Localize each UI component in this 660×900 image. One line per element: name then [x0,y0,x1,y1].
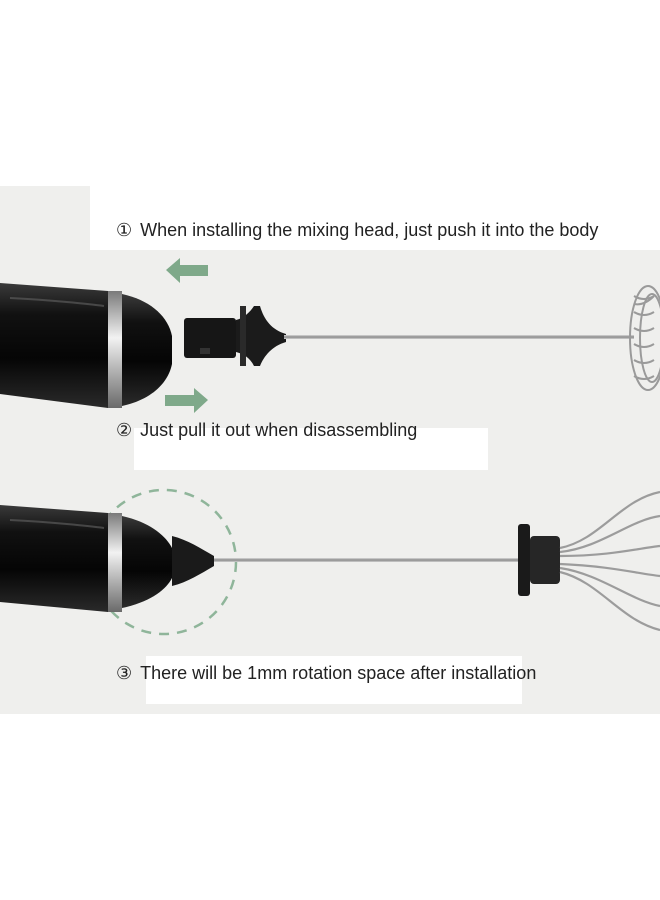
step-1-text: ① When installing the mixing head, just p… [116,220,598,241]
pull-arrow-icon [165,388,208,413]
step-1-caption: When installing the mixing head, just pu… [140,220,599,240]
mixing-head-connector-1 [184,306,286,366]
step-2-label-box [134,428,488,470]
whisk-collar [518,524,560,596]
push-arrow-icon [166,258,208,283]
handle-body-1 [0,283,172,408]
step-3-label-box [146,656,522,704]
step-3-text: ③ There will be 1mm rotation space after … [116,663,536,684]
step-2-caption: Just pull it out when disassembling [140,420,418,440]
step-2-text: ② Just pull it out when disassembling [116,420,417,441]
step-3-caption: There will be 1mm rotation space after i… [140,663,537,683]
handle-body-2 [0,505,214,612]
step-2-number: ② [116,420,133,440]
step-3-number: ③ [116,663,133,683]
whisk-rod-2 [214,558,524,562]
step-1-label-box [90,186,660,250]
balloon-whisk-head [559,490,660,632]
whisk-rod-1 [284,335,634,339]
spring-whisk-head [629,285,660,391]
step-1-number: ① [116,220,133,240]
